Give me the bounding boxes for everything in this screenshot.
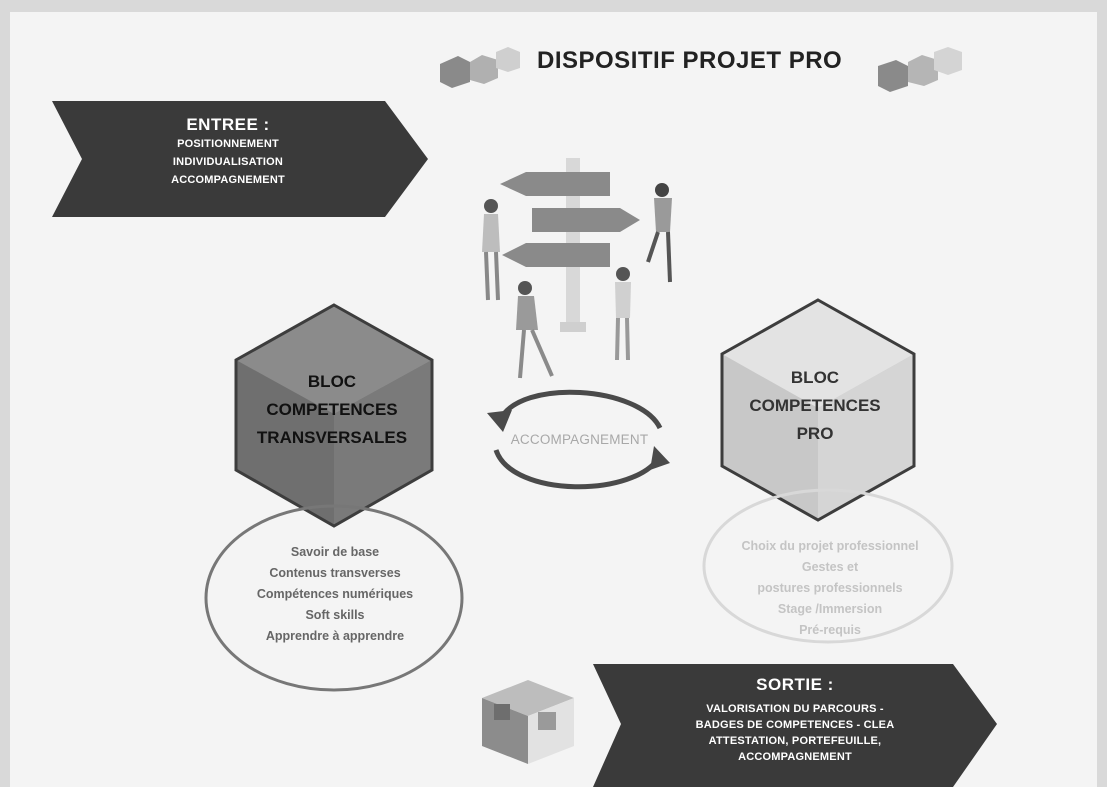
sortie-line: BADGES DE COMPETENCES - CLEA	[695, 719, 895, 731]
bloc-pro-hexagon	[720, 298, 916, 522]
sortie-cube-icon	[482, 680, 574, 764]
bloc-transversal-ellipse	[204, 504, 464, 692]
accompagnement-label: ACCOMPAGNEMENT	[510, 432, 649, 447]
bloc-pro-ellipse	[702, 488, 954, 644]
bloc-pro-items: Choix du projet professionnel Gestes et …	[705, 536, 955, 641]
title-cubes-left-icon	[440, 47, 520, 88]
list-item: postures professionnels	[757, 581, 903, 595]
sortie-banner-text: SORTIE : VALORISATION DU PARCOURS - BADG…	[650, 675, 940, 765]
bloc-pro-line: COMPETENCES	[749, 396, 881, 415]
bloc-transversal-items: Savoir de base Contenus transverses Comp…	[205, 542, 465, 647]
list-item: Compétences numériques	[256, 587, 414, 601]
title-cubes-right-icon	[878, 47, 962, 92]
sortie-line: ACCOMPAGNEMENT	[738, 751, 852, 763]
bloc-transversal-label: BLOC COMPETENCES TRANSVERSALES	[232, 368, 432, 452]
bloc-pro-line: BLOC	[790, 368, 840, 387]
list-item: Contenus transverses	[269, 566, 401, 580]
entree-line: POSITIONNEMENT	[177, 138, 279, 150]
bloc-pro-line: PRO	[796, 424, 834, 443]
bloc-transversal-line: COMPETENCES	[266, 400, 398, 419]
entree-banner-text: ENTREE : POSITIONNEMENT INDIVIDUALISATIO…	[128, 115, 328, 189]
bloc-pro-label: BLOC COMPETENCES PRO	[730, 364, 900, 448]
list-item: Pré-requis	[799, 623, 861, 637]
list-item: Apprendre à apprendre	[265, 629, 405, 643]
entree-line: INDIVIDUALISATION	[172, 156, 284, 168]
bloc-transversal-line: BLOC	[307, 372, 357, 391]
sortie-arrow-banner	[593, 664, 997, 787]
list-item: Choix du projet professionnel	[741, 539, 919, 553]
list-item: Savoir de base	[290, 545, 380, 559]
signpost-illustration	[482, 158, 672, 379]
entree-arrow-banner	[52, 101, 428, 217]
sortie-line: VALORISATION DU PARCOURS -	[706, 703, 884, 715]
entree-line: ACCOMPAGNEMENT	[171, 174, 285, 186]
page-title: DISPOSITIF PROJET PRO	[537, 47, 843, 74]
list-item: Soft skills	[305, 608, 365, 622]
bloc-transversal-hexagon	[234, 303, 434, 528]
list-item: Gestes et	[801, 560, 859, 574]
bloc-transversal-line: TRANSVERSALES	[256, 428, 408, 447]
sortie-line: ATTESTATION, PORTEFEUILLE,	[708, 735, 882, 747]
list-item: Stage /Immersion	[777, 602, 883, 616]
sortie-heading: SORTIE :	[756, 675, 834, 694]
entree-heading: ENTREE :	[186, 115, 270, 134]
accompagnement-cycle-arrows	[487, 389, 670, 490]
